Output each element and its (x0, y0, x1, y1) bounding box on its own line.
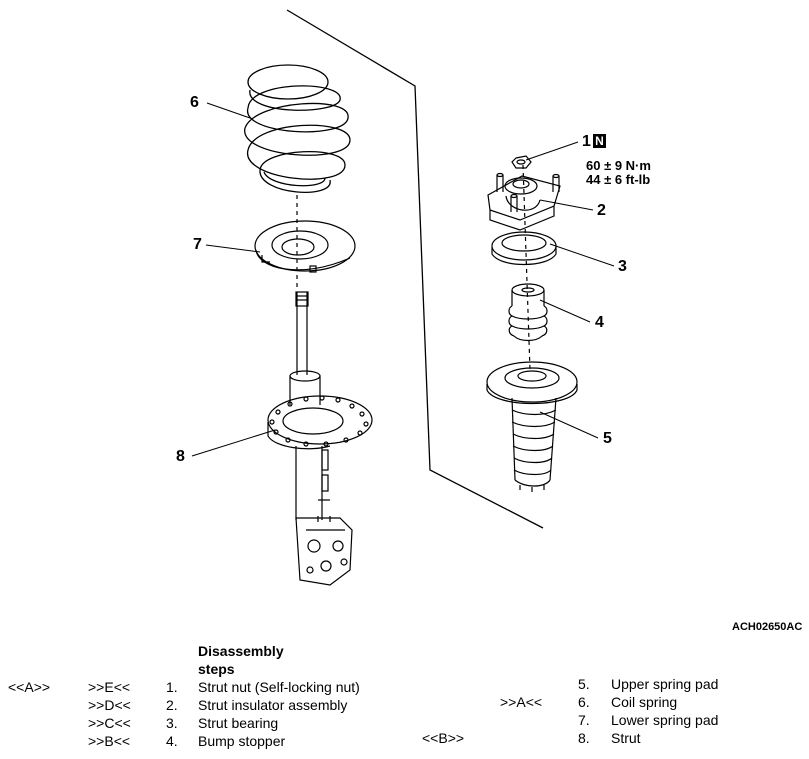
callout-6: 6 (190, 94, 199, 111)
callout-3: 3 (618, 258, 627, 275)
step-1-number: 1. (166, 679, 178, 695)
torque-spec-imperial: 44 ± 6 ft-lb (586, 172, 651, 187)
step-1-marker-b: >>E<< (88, 679, 131, 695)
callout-5: 5 (603, 430, 612, 447)
upper-spring-pad (486, 361, 578, 492)
step-2-marker-b: >>D<< (88, 697, 131, 713)
leader-6 (206, 102, 251, 119)
step-8-number: 8. (578, 730, 590, 746)
step-6-marker-b: >>A<< (500, 694, 543, 710)
step-1-marker-a: <<A>> (8, 679, 51, 695)
steps-header-line1: Disassembly (198, 643, 284, 659)
step-4-label: Bump stopper (198, 733, 286, 749)
step-7-label: Lower spring pad (611, 712, 719, 728)
torque-spec-metric: 60 ± 9 N·m (586, 158, 651, 173)
steps-header-line2: steps (198, 661, 235, 677)
step-4-number: 4. (166, 733, 178, 749)
leader-4 (539, 299, 591, 323)
step-7-number: 7. (578, 712, 590, 728)
callout-4: 4 (595, 314, 604, 331)
new-part-badge: N (592, 134, 606, 148)
strut-nut (511, 155, 532, 169)
step-5-number: 5. (578, 676, 590, 692)
step-2-number: 2. (166, 697, 178, 713)
step-8-marker-a: <<B>> (422, 730, 465, 746)
leader-2 (539, 199, 594, 211)
lower-spring-pad (254, 220, 356, 273)
callout-8: 8 (176, 448, 185, 465)
step-3-marker-b: >>C<< (88, 715, 131, 731)
step-6-label: Coil spring (611, 694, 678, 710)
step-1-label: Strut nut (Self-locking nut) (198, 679, 360, 695)
leader-7 (205, 244, 261, 253)
strut-insulator-assembly (487, 172, 561, 231)
leader-lines (191, 102, 615, 457)
axis-dashes-right (522, 164, 531, 371)
step-6-number: 6. (578, 694, 590, 710)
leader-5 (539, 411, 599, 439)
coil-spring (244, 64, 351, 193)
step-8-label: Strut (611, 730, 641, 746)
leader-1 (525, 141, 579, 161)
assembly-alignment-line (286, 9, 544, 529)
step-4-marker-b: >>B<< (88, 733, 131, 749)
bump-stopper (508, 283, 548, 342)
step-3-label: Strut bearing (198, 715, 279, 731)
strut-bearing (491, 231, 557, 265)
callout-7: 7 (193, 236, 202, 253)
callout-2: 2 (597, 202, 606, 219)
callout-1-number: 1 (582, 133, 591, 150)
leader-8 (191, 429, 276, 457)
exploded-view-diagram (191, 9, 615, 586)
figure-reference-code: ACH02650AC (732, 621, 803, 633)
step-3-number: 3. (166, 715, 178, 731)
step-2-label: Strut insulator assembly (198, 697, 348, 713)
leader-3 (549, 243, 615, 267)
step-5-label: Upper spring pad (611, 676, 719, 692)
strut (267, 291, 373, 586)
